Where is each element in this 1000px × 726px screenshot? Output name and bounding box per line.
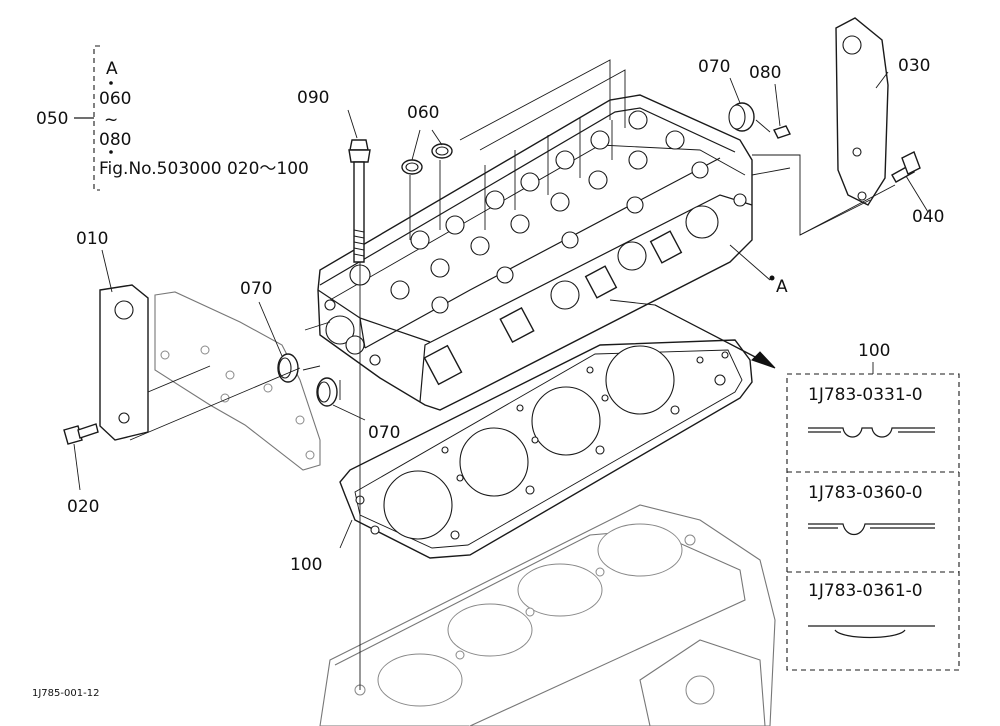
label-060: 060 [407, 103, 439, 123]
seal-ring-060-a [401, 159, 423, 175]
label-a-ref: A [106, 59, 118, 79]
hanger-bracket-010 [99, 284, 149, 441]
label-100-gasket: 100 [290, 555, 322, 575]
hanger-bracket-030 [835, 17, 889, 206]
seal-ring-060-b [431, 143, 453, 159]
bolt-090 [348, 139, 371, 263]
plug-070-left [277, 353, 299, 383]
plug-070-top [728, 102, 755, 132]
label-070-bottom: 070 [368, 423, 400, 443]
label-range-tilde: ~ [104, 110, 118, 130]
label-030: 030 [898, 56, 930, 76]
callout-labels: 050 A 060 ~ 080 Fig.No.503000 020～100 09… [32, 56, 944, 699]
variant-arrow [654, 304, 776, 369]
bolt-040 [891, 151, 921, 183]
gasket-profile-2 [808, 523, 935, 536]
variant-part-number-2: 1J783-0360-0 [808, 483, 923, 503]
spacer-plate [154, 291, 321, 471]
gasket-profile-1 [808, 427, 935, 438]
leader-lines [73, 59, 929, 690]
footer-code: 1J785-001-12 [32, 688, 99, 699]
gasket-profile-3 [808, 625, 935, 639]
label-a-marker: A [776, 277, 788, 297]
a-marker-dot [769, 275, 775, 281]
label-090: 090 [297, 88, 329, 108]
plug-070-bottom [316, 377, 338, 407]
variant-part-number-1: 1J783-0331-0 [808, 385, 923, 405]
bolt-020 [63, 423, 99, 445]
engine-block-outline [319, 504, 776, 726]
label-range-start: 060 [99, 89, 131, 109]
label-fig-ref: Fig.No.503000 020～100 [99, 159, 309, 179]
label-070-top: 070 [698, 57, 730, 77]
label-080: 080 [749, 63, 781, 83]
label-040: 040 [912, 207, 944, 227]
label-020: 020 [67, 497, 99, 517]
label-010: 010 [76, 229, 108, 249]
label-100-box: 100 [858, 341, 890, 361]
label-range-end: 080 [99, 130, 131, 150]
plug-080 [773, 125, 791, 139]
variant-part-number-3: 1J783-0361-0 [808, 581, 923, 601]
head-gasket [339, 339, 753, 559]
assembly-bracket [74, 45, 113, 191]
label-070-left: 070 [240, 279, 272, 299]
label-050: 050 [36, 109, 68, 129]
gasket-variants-box [786, 362, 960, 671]
cylinder-head [317, 94, 753, 411]
